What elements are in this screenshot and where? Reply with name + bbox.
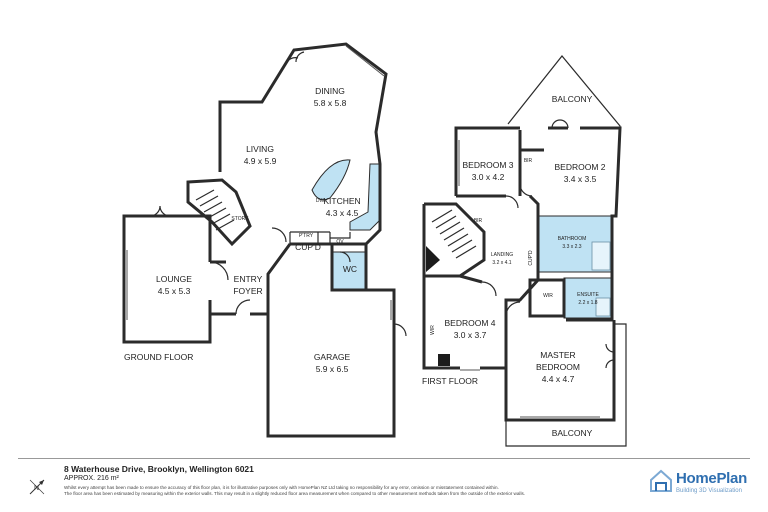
ensuite-shower — [595, 297, 611, 317]
stair-block-walls — [186, 178, 252, 247]
window-dining — [345, 45, 385, 77]
dining-living-walls — [218, 42, 388, 246]
lounge-french-doors — [149, 205, 171, 217]
lounge-dims: 4.5 x 5.3 — [158, 286, 191, 296]
living-dims: 4.9 x 5.9 — [244, 156, 277, 166]
brand-tagline: Building 3D Visualization — [676, 488, 742, 494]
entry-door-swing — [235, 299, 251, 315]
disclaimer: Whilst every attempt has been made to en… — [64, 485, 584, 496]
cupboard-first-label: CUP'D — [528, 250, 534, 266]
pantry-label: P'TRY — [299, 233, 314, 239]
balcony-top-label: BALCONY — [552, 94, 593, 104]
ground-floor-title: GROUND FLOOR — [124, 352, 193, 362]
bir-label-b: BIR — [474, 218, 483, 224]
bedroom2-label: BEDROOM 2 — [554, 162, 605, 172]
garage-dims: 5.9 x 6.5 — [316, 364, 349, 374]
compass-letter: N — [34, 485, 39, 492]
homeplan-brand: HomePlan Building 3D Visualization — [648, 466, 758, 502]
kitchen-label: KITCHEN — [323, 196, 360, 206]
property-address: 8 Waterhouse Drive, Brooklyn, Wellington… — [64, 464, 254, 474]
entry-label: ENTRY — [234, 274, 263, 284]
footer: N 8 Waterhouse Drive, Brooklyn, Wellingt… — [0, 456, 768, 512]
garage-label: GARAGE — [314, 352, 351, 362]
bedroom2-door — [519, 183, 533, 197]
bedroom4-label: BEDROOM 4 — [444, 318, 495, 328]
oven-label: OV — [336, 239, 344, 245]
foyer-label: FOYER — [233, 286, 262, 296]
garage-side-door — [393, 323, 407, 337]
living-door-swing — [271, 227, 287, 243]
bedroom3-door — [505, 195, 519, 209]
lounge-door-swing — [209, 261, 229, 281]
master-walls — [504, 316, 616, 422]
bath-fixture — [591, 241, 611, 271]
kitchen-island — [311, 159, 351, 201]
master-door — [505, 301, 521, 317]
ground-staircase — [195, 189, 235, 231]
wc-door-swing — [339, 251, 351, 263]
landing-label: LANDING — [491, 252, 513, 258]
master-label-2: BEDROOM — [536, 362, 580, 372]
disclaimer-line-2: The floor area has been estimated by mea… — [64, 490, 526, 496]
balcony-bottom-doors — [605, 343, 615, 369]
garage-walls — [266, 244, 396, 438]
kitchen-dims: 4.3 x 4.5 — [326, 208, 359, 218]
house-logo-icon — [650, 469, 672, 492]
first-staircase — [431, 209, 477, 259]
wc-label: WC — [343, 264, 357, 274]
wir-label-b: WIR — [430, 325, 436, 335]
bedroom3-label: BEDROOM 3 — [462, 160, 513, 170]
ensuite-label: ENSUITE — [577, 292, 599, 298]
master-label: MASTER — [540, 350, 575, 360]
master-dims: 4.4 x 4.7 — [542, 374, 575, 384]
bir-label-a: BIR — [524, 158, 533, 164]
lounge-walls — [122, 214, 212, 344]
wc-walls — [330, 244, 366, 292]
wir-ensuite-walls — [528, 278, 566, 318]
balcony-top-doors — [551, 119, 569, 129]
floor-plan: DINING 5.8 x 5.8 LIVING 4.9 x 5.9 KITCHE… — [122, 42, 627, 447]
wir-shelf — [426, 246, 440, 272]
wir-label-a: WIR — [543, 293, 553, 299]
dining-label: DINING — [315, 86, 345, 96]
cupboard-partitions — [289, 231, 351, 244]
bedroom3-dims: 3.0 x 4.2 — [472, 172, 505, 182]
bedroom2-dims: 3.4 x 3.5 — [564, 174, 597, 184]
first-floor-title: FIRST FLOOR — [422, 376, 478, 386]
balcony-bottom-outline — [505, 323, 627, 447]
first-floor-plan — [422, 55, 627, 447]
brand-name: HomePlan — [676, 470, 747, 487]
ensuite-dims: 2.2 x 1.8 — [578, 300, 597, 306]
lounge-label: LOUNGE — [156, 274, 192, 284]
balcony-bottom-label: BALCONY — [552, 428, 593, 438]
ground-floor-plan — [122, 42, 407, 438]
bathroom-dims: 3.3 x 2.3 — [562, 244, 581, 250]
cupboard-ground-label: CUP'D — [295, 242, 321, 252]
dining-dims: 5.8 x 5.8 — [314, 98, 347, 108]
dishwasher-label: DW — [316, 198, 325, 204]
footer-divider — [18, 458, 750, 459]
dining-french-doors — [285, 51, 305, 65]
bathroom-label: BATHROOM — [558, 236, 587, 242]
living-label: LIVING — [246, 144, 274, 154]
floor-area: APPROX. 216 m² — [64, 475, 119, 482]
bedroom-divider-walls — [456, 130, 544, 216]
landing-dims: 3.2 x 4.1 — [492, 260, 511, 266]
upper-north-walls — [454, 126, 622, 322]
room-labels: DINING 5.8 x 5.8 LIVING 4.9 x 5.9 KITCHE… — [124, 86, 606, 438]
north-arrow-icon: N — [29, 479, 45, 495]
store-label: STORE — [231, 216, 249, 222]
bedroom4-door — [481, 281, 497, 297]
disclaimer-line-1: Whilst every attempt has been made to en… — [64, 485, 499, 490]
bedroom4-dims: 3.0 x 3.7 — [454, 330, 487, 340]
wir-post — [438, 354, 450, 366]
